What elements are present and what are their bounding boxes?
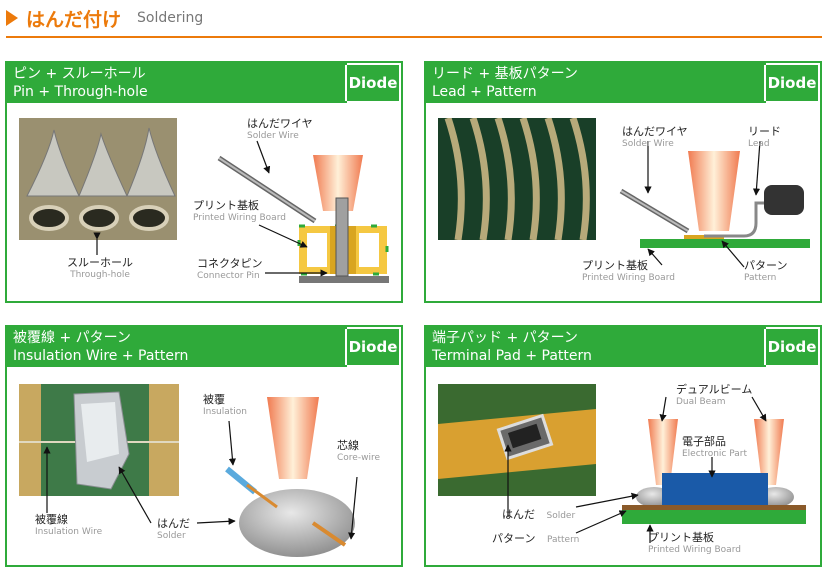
panel-title-en: Lead + Pattern <box>432 84 537 100</box>
terminal-pad-photo <box>438 384 596 496</box>
connector-pin-label: コネクタピン Connector Pin <box>197 257 263 281</box>
panel-terminal-pad-pattern: 端子パッド + パターン Terminal Pad + Pattern Diod… <box>424 325 822 567</box>
diode-badge: Diode <box>345 65 399 101</box>
insulation-label: 被覆 Insulation <box>203 393 248 417</box>
diode-badge: Diode <box>764 329 818 365</box>
pattern-label: パターン Pattern <box>744 259 788 283</box>
panel-title-en: Terminal Pad + Pattern <box>432 348 592 364</box>
solder-wire-label: はんだワイヤ Solder Wire <box>247 117 313 141</box>
panel-title-jp: 端子パッド + パターン <box>432 330 578 346</box>
panel-title-jp: ピン + スルーホール <box>13 66 146 82</box>
insulation-wire-label: 被覆線 Insulation Wire <box>35 513 103 537</box>
core-wire-label: 芯線 Core-wire <box>337 439 380 463</box>
page-header: はんだ付け Soldering <box>6 4 203 32</box>
solder-label: はんだ Solder <box>502 508 576 521</box>
panel-title-jp: リード + 基板パターン <box>432 66 578 82</box>
lead-diagram <box>619 140 810 268</box>
page-subtitle: Soldering <box>137 10 204 26</box>
terminal-pad-diagram <box>504 396 806 543</box>
panel-title-en: Pin + Through-hole <box>13 84 148 100</box>
dual-beam-label: デュアルビーム Dual Beam <box>676 383 753 407</box>
diode-badge: Diode <box>345 329 399 365</box>
pattern-label: パターン Pattern <box>492 532 580 545</box>
header-divider <box>6 36 822 38</box>
lead-photo <box>438 118 596 240</box>
panel-lead-pattern: リード + 基板パターン Lead + Pattern Diode <box>424 61 822 303</box>
panel-title: ピン + スルーホール Pin + Through-hole <box>7 63 347 103</box>
solder-wire-label: はんだワイヤ Solder Wire <box>622 125 688 149</box>
through-hole-photo <box>19 118 177 240</box>
pwb-label: プリント基板 Printed Wiring Board <box>193 199 286 223</box>
panel-title-jp: 被覆線 + パターン <box>13 330 131 346</box>
insulation-wire-diagram <box>43 397 358 557</box>
panel-title: 端子パッド + パターン Terminal Pad + Pattern <box>426 327 766 367</box>
pwb-label: プリント基板 Printed Wiring Board <box>648 531 741 555</box>
panel-title-en: Insulation Wire + Pattern <box>13 348 189 364</box>
through-hole-label: スルーホール Through-hole <box>67 256 133 280</box>
panel-title: 被覆線 + パターン Insulation Wire + Pattern <box>7 327 347 367</box>
page-title: はんだ付け <box>26 8 122 31</box>
triangle-bullet-icon <box>6 10 18 26</box>
panel-pin-through-hole: ピン + スルーホール Pin + Through-hole Diode <box>5 61 403 303</box>
panel-title: リード + 基板パターン Lead + Pattern <box>426 63 766 103</box>
pwb-label: プリント基板 Printed Wiring Board <box>582 259 675 283</box>
diode-badge: Diode <box>764 65 818 101</box>
insulation-wire-photo <box>19 384 179 496</box>
lead-label: リード Lead <box>748 125 781 149</box>
electronic-part-label: 電子部品 Electronic Part <box>682 435 747 459</box>
solder-label: はんだ Solder <box>157 517 190 541</box>
pin-diagram <box>93 140 389 283</box>
panel-insulation-wire-pattern: 被覆線 + パターン Insulation Wire + Pattern Dio… <box>5 325 403 567</box>
